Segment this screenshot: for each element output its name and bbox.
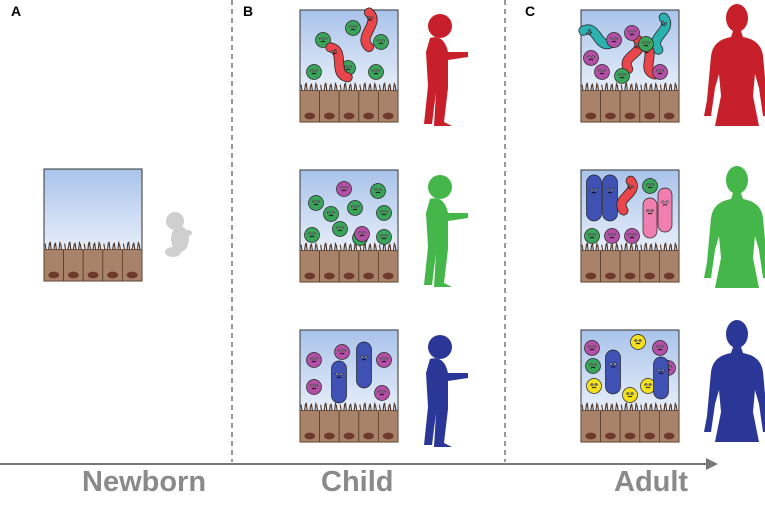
gut-panel-adult-blue <box>580 329 680 443</box>
bacterium-icon <box>616 175 638 216</box>
bacterium-icon <box>584 340 600 356</box>
stage-label-child: Child <box>321 466 394 498</box>
bacterium-icon <box>606 32 622 48</box>
gut-panel-newborn <box>43 168 143 282</box>
bacterium-icon <box>653 356 669 400</box>
panel-dividers <box>231 0 506 462</box>
gut-panel-child-blue <box>299 329 399 443</box>
gut-panel-adult-green <box>580 169 680 283</box>
host-silhouettes <box>165 4 765 447</box>
bacterium-icon <box>642 197 658 239</box>
fetus-icon <box>165 212 192 257</box>
bacterium-icon <box>370 183 386 199</box>
bacterium-icon <box>614 68 630 84</box>
bacterium-icon <box>304 227 320 243</box>
bacterium-icon <box>652 340 668 356</box>
bacterium-icon <box>374 385 390 401</box>
bacterium-icon <box>376 352 392 368</box>
bacterium-icon <box>376 229 392 245</box>
bacterium-icon <box>585 358 601 374</box>
stage-label-adult: Adult <box>614 466 689 498</box>
bacterium-icon <box>315 32 331 48</box>
bacterium-icon <box>306 379 322 395</box>
bacterium-icon <box>630 334 646 350</box>
bacterium-icon <box>332 221 348 237</box>
bacterium-icon <box>651 12 672 55</box>
bacterium-icon <box>604 228 620 244</box>
bacterium-icon <box>373 34 389 50</box>
bacterium-icon <box>376 205 392 221</box>
bacterium-icon <box>306 352 322 368</box>
bacterium-icon <box>345 20 361 36</box>
bacterium-icon <box>652 64 668 80</box>
panel-letter-b: B <box>243 3 254 19</box>
bacterium-icon <box>356 341 372 389</box>
gut-panel-child-green <box>299 169 399 283</box>
gut-panel-adult-red <box>578 9 680 123</box>
timeline-axis <box>0 458 718 470</box>
adult-silhouette-icon <box>704 166 765 288</box>
bacterium-icon <box>334 344 350 360</box>
bacterium-icon <box>624 228 640 244</box>
bacterium-icon <box>347 200 363 216</box>
bacterium-icon <box>306 64 322 80</box>
bacterium-icon <box>657 187 673 233</box>
bacterium-icon <box>642 178 658 194</box>
bacterium-icon <box>584 228 600 244</box>
bacterium-icon <box>583 50 599 66</box>
timeline-arrowhead <box>706 458 718 470</box>
bacterium-icon <box>336 181 352 197</box>
bacterium-icon <box>586 174 602 222</box>
bacterium-icon <box>602 174 618 222</box>
bacterium-icon <box>323 206 339 222</box>
panel-letter-a: A <box>11 3 22 19</box>
bacterium-icon <box>586 378 602 394</box>
adult-silhouette-icon <box>704 4 765 126</box>
bacterium-icon <box>360 7 378 53</box>
stage-label-newborn: Newborn <box>82 466 207 498</box>
child-silhouette-icon <box>424 175 468 287</box>
bacterium-icon <box>594 64 610 80</box>
bacterium-icon <box>325 42 353 83</box>
bacterium-icon <box>605 349 621 395</box>
panel-letter-c: C <box>525 3 536 19</box>
bacterium-icon <box>354 226 370 242</box>
gut-panels <box>43 7 680 443</box>
adult-silhouette-icon <box>704 320 765 442</box>
bacterium-icon <box>308 195 324 211</box>
bacterium-icon <box>331 360 347 404</box>
child-silhouette-icon <box>424 335 468 447</box>
gut-panel-child-red <box>299 7 399 123</box>
bacterium-icon <box>622 387 638 403</box>
bacterium-icon <box>624 25 640 41</box>
bacterium-icon <box>638 36 654 52</box>
child-silhouette-icon <box>424 14 468 126</box>
bacterium-icon <box>368 64 384 80</box>
